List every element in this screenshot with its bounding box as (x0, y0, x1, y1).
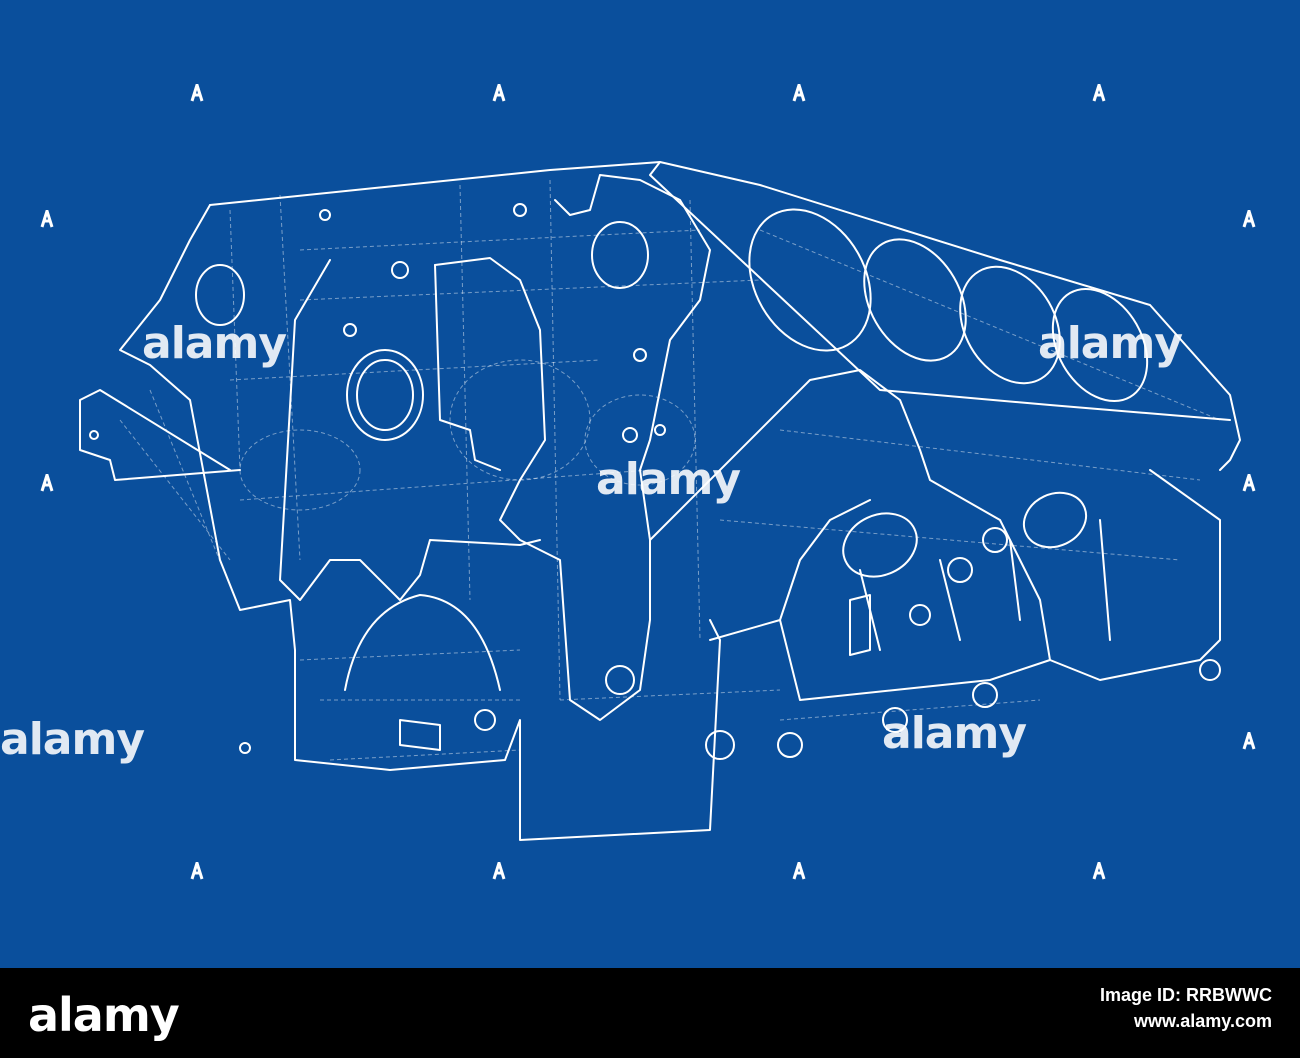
main-cap-right (849, 594, 871, 656)
bolt-hole (1199, 659, 1221, 681)
blueprint-canvas: alamy alamy alamy alamy alamy (0, 0, 1300, 968)
bolt-hole (391, 261, 409, 279)
cylinder-bore-4 (1051, 287, 1149, 403)
watermark-text: alamy (596, 454, 741, 505)
watermark-a-icon (1242, 732, 1256, 750)
watermark-a-icon (1242, 210, 1256, 228)
front-left-flange (79, 389, 241, 481)
watermark-a-icon (190, 862, 204, 880)
watermark-text: alamy (882, 708, 1027, 759)
image-info: Image ID: RRBWWC www.alamy.com (1100, 982, 1272, 1034)
right-bank-lower (709, 499, 1051, 701)
bolt-hole (622, 427, 638, 443)
image-id-label: Image ID: RRBWWC (1100, 985, 1272, 1005)
center-lug (434, 264, 501, 471)
engine-block-drawing (79, 161, 1241, 841)
right-bank (649, 369, 1221, 681)
main-cap-left (399, 719, 441, 751)
cylinder-bore-2 (863, 238, 967, 362)
center-rib (434, 174, 711, 721)
left-bay-arch (344, 594, 501, 691)
bolt-hole (513, 203, 527, 217)
watermark-a-icon (190, 84, 204, 102)
watermark-a-icon (40, 210, 54, 228)
upper-boss (591, 221, 649, 289)
cylinder-bore-1 (748, 208, 872, 352)
cylinder-bore-3 (959, 265, 1061, 385)
watermark-a-icon (492, 84, 506, 102)
footer-bar: alamy Image ID: RRBWWC www.alamy.com (0, 968, 1300, 1058)
front-face (119, 204, 721, 841)
bolt-hole (605, 665, 635, 695)
main-bearing-1 (842, 512, 918, 578)
watermark-a-icon (40, 474, 54, 492)
main-bearing-2 (1022, 491, 1088, 549)
watermark-text: alamy (1038, 318, 1183, 369)
bolt-hole (319, 209, 331, 221)
top-deck (209, 161, 1241, 471)
bolt-hole (909, 604, 931, 626)
bolt-hole (882, 707, 908, 733)
bolt-hole (89, 430, 99, 440)
watermark-text: alamy (0, 714, 145, 765)
watermark-text: alamy (142, 318, 287, 369)
bolt-hole (343, 323, 357, 337)
watermark-a-icon (792, 862, 806, 880)
watermark-a-icon (1092, 862, 1106, 880)
cam-boss-left-inner (356, 359, 414, 431)
alamy-logo: alamy (28, 988, 180, 1042)
bolt-hole (982, 527, 1008, 553)
left-bay-rib (279, 259, 541, 601)
top-deck-right (649, 161, 1231, 421)
site-url: www.alamy.com (1133, 1011, 1272, 1031)
bolt-hole (633, 348, 647, 362)
bolt-hole (654, 424, 666, 436)
bolt-hole (777, 732, 803, 758)
bolt-hole (474, 709, 496, 731)
bolt-hole (705, 730, 735, 760)
left-end-boss (195, 264, 245, 326)
watermark-a-icon (1242, 474, 1256, 492)
bolt-hole (972, 682, 998, 708)
bolt-hole (947, 557, 973, 583)
bolt-hole (239, 742, 251, 754)
watermark-a-icon (492, 862, 506, 880)
hidden-lines (119, 179, 1221, 761)
watermark-a-icon (792, 84, 806, 102)
watermark-a-icon (1092, 84, 1106, 102)
cam-boss-left (346, 349, 424, 441)
